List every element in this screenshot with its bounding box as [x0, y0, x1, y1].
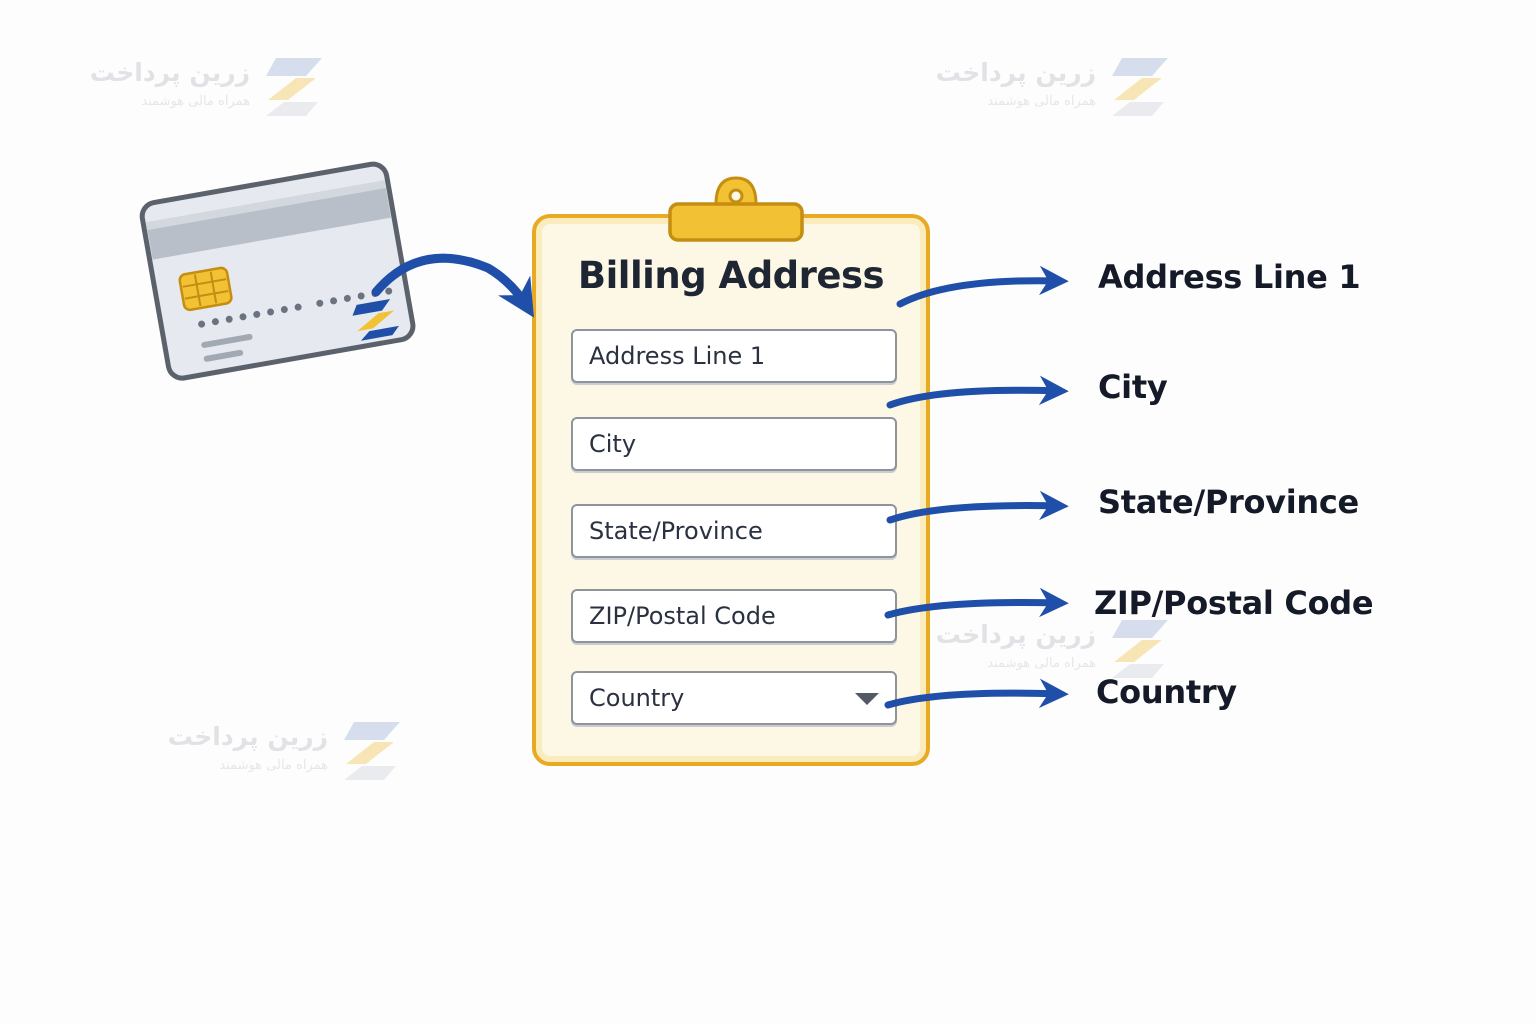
country-placeholder: Country [589, 684, 685, 712]
arrow-address-line-1 [896, 265, 1069, 308]
watermark-top-left: زرین پرداخت همراه مالی هوشمند [89, 58, 322, 128]
watermark-brand: زرین پرداخت [89, 58, 250, 87]
zarin-logo-icon [1112, 58, 1168, 116]
watermark-tagline: همراه مالی هوشمند [141, 94, 250, 109]
zarin-logo-icon [1112, 620, 1168, 678]
watermark-tagline: همراه مالی هوشمند [987, 94, 1096, 109]
watermark-brand: زرین پرداخت [935, 58, 1096, 87]
city-placeholder: City [589, 430, 637, 458]
watermark-bottom-left: زرین پرداخت همراه مالی هوشمند [167, 722, 400, 792]
output-label-zip-postal-code: ZIP/Postal Code [1094, 584, 1374, 622]
arrow-zip-postal-code [884, 587, 1069, 619]
arrow-city [886, 375, 1069, 409]
form-title: Billing Address [577, 254, 885, 297]
clipboard-clip-icon [668, 176, 804, 242]
zip-postal-code-placeholder: ZIP/Postal Code [589, 602, 776, 630]
address-line-1-input[interactable]: Address Line 1 [571, 329, 897, 383]
output-label-country: Country [1096, 673, 1237, 711]
watermark-tagline: همراه مالی هوشمند [219, 758, 328, 773]
arrow-state-province [886, 490, 1069, 524]
zip-postal-code-input[interactable]: ZIP/Postal Code [571, 589, 897, 643]
watermark-brand: زرین پرداخت [167, 722, 328, 751]
city-input[interactable]: City [571, 417, 897, 471]
country-select[interactable]: Country [571, 671, 897, 725]
output-label-city: City [1098, 368, 1168, 406]
watermark-tagline: همراه مالی هوشمند [987, 656, 1096, 671]
output-label-state-province: State/Province [1098, 483, 1359, 521]
output-label-address-line-1: Address Line 1 [1098, 258, 1361, 296]
state-province-input[interactable]: State/Province [571, 504, 897, 558]
zarin-logo-icon [266, 58, 322, 116]
arrow-card-to-form [371, 253, 534, 318]
state-province-placeholder: State/Province [589, 517, 763, 545]
arrow-country [884, 678, 1069, 709]
caret-down-icon[interactable] [855, 693, 879, 705]
address-line-1-placeholder: Address Line 1 [589, 342, 766, 370]
zarin-logo-icon [344, 722, 400, 780]
watermark-top-right: زرین پرداخت همراه مالی هوشمند [935, 58, 1168, 128]
watermark-mid-right: زرین پرداخت همراه مالی هوشمند [935, 620, 1168, 690]
watermark-brand: زرین پرداخت [935, 620, 1096, 649]
